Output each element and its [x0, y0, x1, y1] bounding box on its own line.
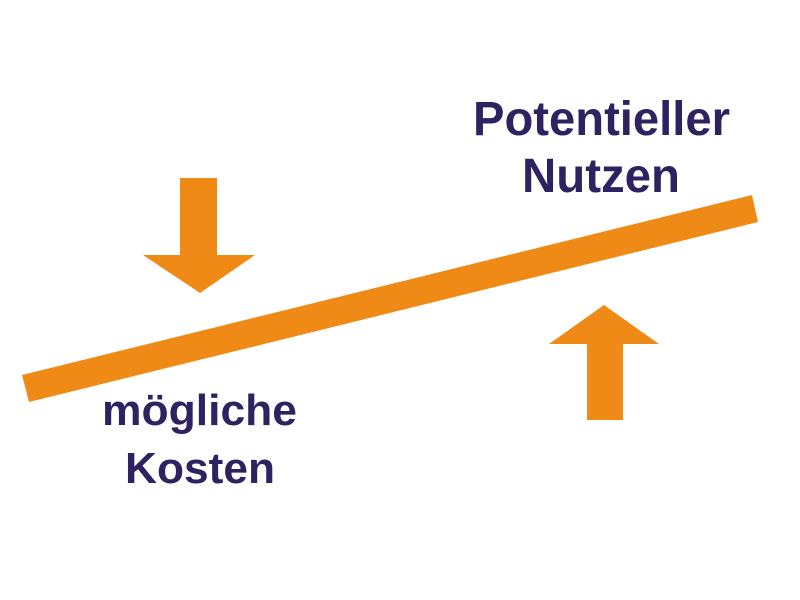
cost-label-line1: mögliche [102, 386, 297, 435]
tilted-beam [22, 195, 758, 402]
arrow-down-icon [143, 178, 255, 293]
benefit-label-line2: Nutzen [522, 150, 680, 203]
cost-label-line2: Kosten [125, 444, 275, 493]
arrow-up-icon [549, 305, 659, 420]
benefit-label-line1: Potentieller [473, 93, 730, 146]
